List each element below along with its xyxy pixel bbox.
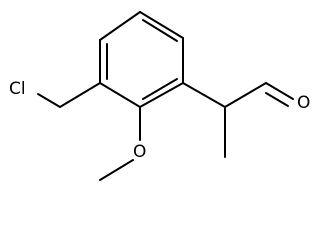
bond-ch2-cl (37, 93, 61, 108)
bond-ch-cho (224, 82, 267, 108)
molecule-diagram: Cl O O (9, 11, 310, 181)
bond-ring-1 (99, 11, 141, 41)
bond-c-o-double-2 (265, 92, 289, 107)
bond-ring-2 (139, 11, 184, 39)
bond-ring-5 (99, 82, 141, 108)
bond-ring-ch2 (59, 82, 101, 108)
bond-ring-ch (182, 82, 226, 108)
bond-o-methyl (99, 159, 134, 181)
bond-ring-4-inner (142, 78, 178, 100)
chlorine-label: Cl (9, 79, 26, 99)
bond-ring-2-inner (142, 19, 178, 42)
bond-ring-4 (139, 82, 184, 108)
bond-c-o-double-1 (265, 82, 294, 100)
methoxy-oxygen-label: O (133, 142, 146, 162)
aldehyde-oxygen-label: O (297, 93, 310, 113)
